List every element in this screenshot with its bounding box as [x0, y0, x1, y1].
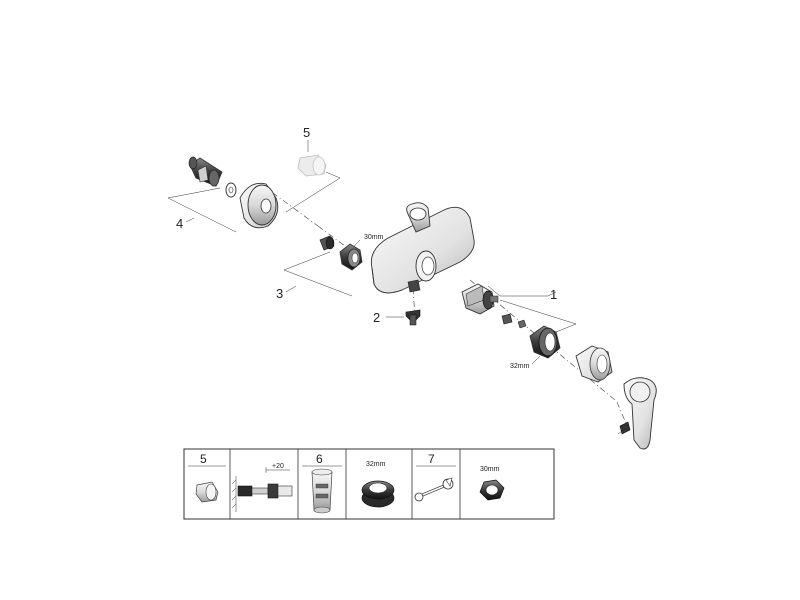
insert-sleeve-icon: [311, 468, 333, 514]
spare-label-7: 7: [428, 452, 435, 466]
adapter-part-5-icon: 5: [285, 125, 341, 213]
lever-handle-icon: [617, 377, 657, 450]
spare-cell-nut: 30mm: [479, 466, 505, 501]
screw-part-2-icon: 2: [373, 309, 421, 326]
spare-cell-extension: +20: [231, 463, 293, 512]
connector-group-4: 4: [167, 156, 279, 233]
spare-cell-7: 7: [414, 452, 456, 502]
threaded-ring-icon: [361, 480, 395, 508]
nut-dimension: 30mm: [480, 466, 500, 473]
nut-icon: [339, 243, 363, 271]
spare-cell-ring: 32mm: [361, 461, 395, 508]
wall-rosette-icon: [239, 182, 279, 229]
adapter-icon: [195, 481, 219, 503]
callout-4: 4: [176, 216, 183, 231]
cartridge-group-1: 1 32mm: [461, 283, 577, 370]
dimension-nut: 30mm: [364, 234, 384, 241]
callout-1: 1: [550, 287, 557, 302]
cartridge-icon: [461, 283, 499, 315]
callout-5: 5: [303, 125, 310, 140]
pin-icon: [501, 313, 527, 329]
check-valve-icon: [319, 235, 335, 251]
extension-icon: [231, 467, 293, 512]
spare-label-6: 6: [316, 452, 323, 466]
extension-dimension: +20: [272, 463, 284, 470]
union-connector-icon: [188, 156, 223, 187]
hex-nut-icon: [479, 479, 505, 501]
nut-group-3: 30mm 3: [276, 234, 384, 301]
ring-dimension: 32mm: [366, 461, 386, 468]
spare-cell-5: 5: [188, 452, 226, 503]
callout-3: 3: [276, 286, 283, 301]
callout-2: 2: [373, 310, 380, 325]
dimension-ring: 32mm: [510, 363, 530, 370]
ring-icon: [529, 325, 561, 359]
mixer-body-icon: [370, 202, 475, 294]
spanner-icon: [414, 477, 454, 502]
washer-icon: [225, 182, 237, 198]
spare-cell-6: 6: [302, 452, 342, 514]
spare-parts-table: [183, 448, 555, 520]
spare-label-5: 5: [200, 452, 207, 466]
sleeve-icon: [575, 345, 613, 383]
